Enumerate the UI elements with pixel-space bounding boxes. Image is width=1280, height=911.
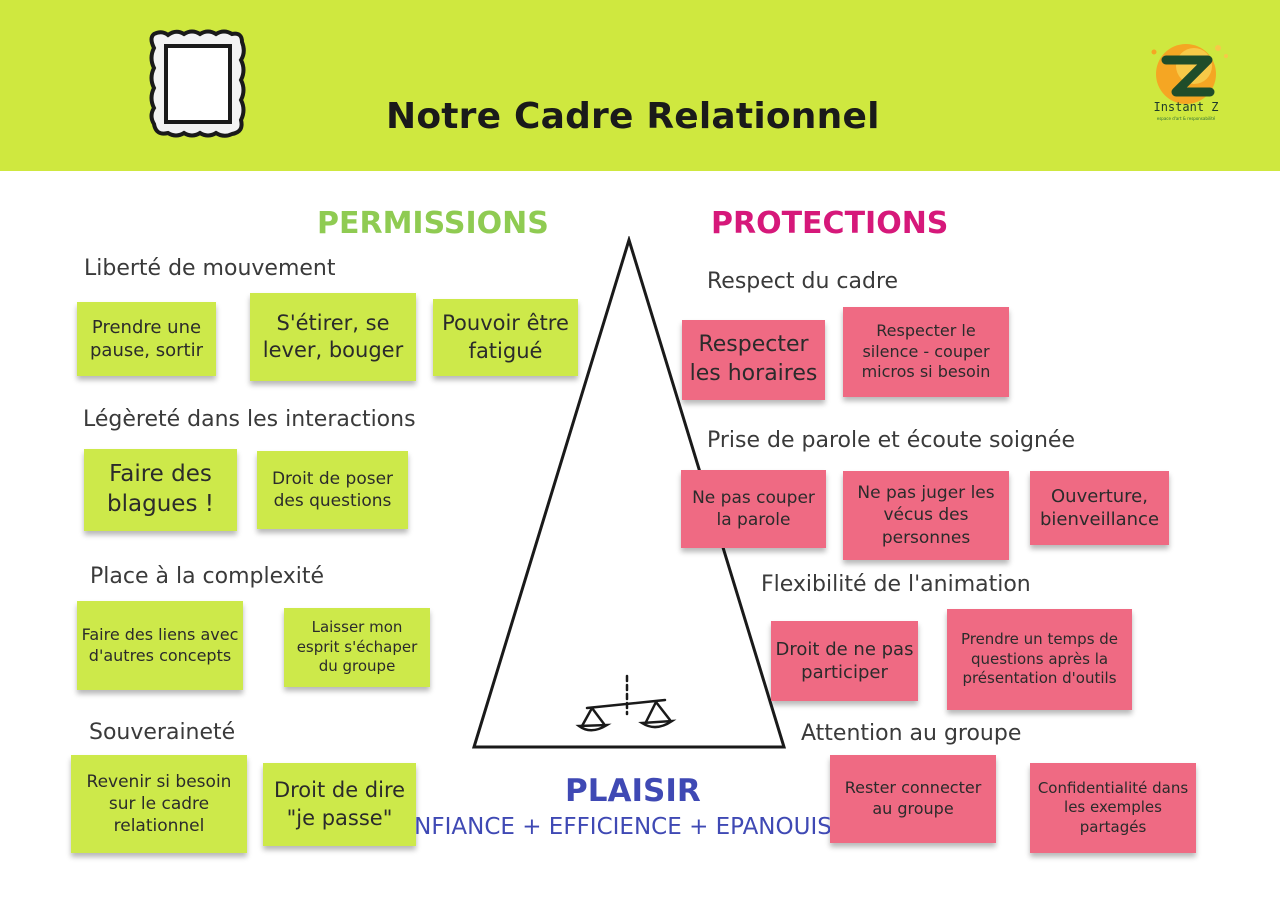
- instant-z-logo: [1151, 44, 1228, 104]
- sticky-note-droit-de-poser-des-questions: Droit de poser des questions: [257, 451, 408, 529]
- plaisir-label: PLAISIR: [565, 773, 701, 809]
- sticky-note-s-etirer: S'étirer, se lever, bouger: [250, 293, 416, 381]
- sticky-note-droit-de-ne-pas-participer: Droit de ne pas participer: [771, 621, 918, 701]
- picture-frame-icon: [149, 29, 246, 138]
- logo-name: Instant Z: [1153, 100, 1219, 114]
- sticky-note-confidentialite: Confidentialité dans les exemples partag…: [1030, 763, 1196, 853]
- category-prise-de-parole: Prise de parole et écoute soignée: [707, 428, 1075, 453]
- sticky-note-faire-des-blagues: Faire des blagues !: [84, 449, 237, 531]
- category-respect-du-cadre: Respect du cadre: [707, 269, 899, 294]
- category-legerete: Légèreté dans les interactions: [83, 407, 416, 432]
- formula-text: CONFIANCE + EFFICIENCE + EPANOUISSEMENT: [416, 814, 830, 840]
- formula-banner: CONFIANCE + EFFICIENCE + EPANOUISSEMENT: [416, 814, 830, 848]
- sticky-note-respecter-le-silence: Respecter le silence - couper micros si …: [843, 307, 1009, 397]
- sticky-note-ouverture-bienveillance: Ouverture, bienveillance: [1030, 471, 1169, 545]
- sticky-note-pouvoir-etre-fatigue: Pouvoir être fatigué: [433, 299, 578, 376]
- logo-tagline: espace d'art & responsabilité: [1156, 116, 1216, 121]
- sticky-note-respecter-les-horaires: Respecter les horaires: [682, 320, 825, 400]
- category-liberte-de-mouvement: Liberté de mouvement: [84, 256, 336, 281]
- sticky-note-prendre-une-pause: Prendre une pause, sortir: [77, 302, 216, 376]
- balance-scale-icon: [575, 674, 677, 732]
- sticky-note-ne-pas-couper-la-parole: Ne pas couper la parole: [681, 470, 826, 548]
- sticky-note-prendre-un-temps-de-questions: Prendre un temps de questions après la p…: [947, 609, 1132, 710]
- category-attention-au-groupe: Attention au groupe: [801, 721, 1022, 746]
- sticky-note-faire-des-liens: Faire des liens avec d'autres concepts: [77, 601, 243, 690]
- category-flexibilite-de-l-animation: Flexibilité de l'animation: [761, 572, 1031, 597]
- sticky-note-rester-connecter: Rester connecter au groupe: [830, 755, 996, 843]
- protections-title: PROTECTIONS: [711, 206, 949, 241]
- permissions-title: PERMISSIONS: [317, 206, 549, 241]
- sticky-note-droit-de-dire-je-passe: Droit de dire "je passe": [263, 763, 416, 846]
- category-place-a-la-complexite: Place à la complexité: [90, 564, 325, 589]
- sticky-note-ne-pas-juger: Ne pas juger les vécus des personnes: [843, 471, 1009, 560]
- category-souverainete: Souveraineté: [89, 720, 236, 745]
- sticky-note-revenir-si-besoin: Revenir si besoin sur le cadre relationn…: [71, 755, 247, 853]
- page-title: Notre Cadre Relationnel: [386, 96, 880, 137]
- sticky-note-laisser-mon-esprit: Laisser mon esprit s'échaper du groupe: [284, 608, 430, 687]
